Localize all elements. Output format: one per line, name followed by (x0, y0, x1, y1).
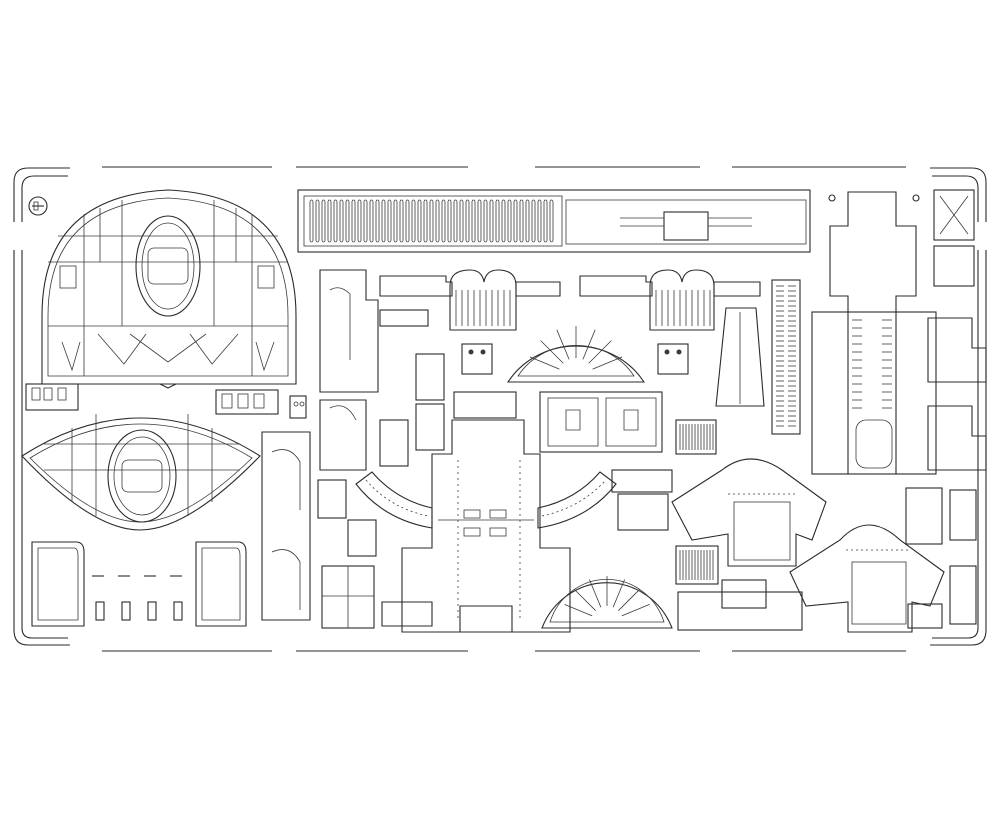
seat-frame-bottom-1 (671, 458, 827, 567)
curved-arc-left (355, 471, 433, 529)
side-rail-strip (771, 279, 801, 435)
bottom-center-brackets (611, 469, 803, 631)
seat-frame-left (379, 269, 561, 375)
seat-frame-bottom-2 (789, 524, 945, 633)
curved-arc-right (537, 471, 617, 529)
maker-logo-mark (28, 196, 48, 216)
small-pin-parts (92, 575, 183, 621)
right-small-parts (828, 189, 987, 629)
fan-panel-lower (541, 576, 673, 629)
small-bracket-row-left (25, 383, 307, 419)
lower-bulkhead-hatch (107, 429, 177, 523)
vent-grille-strip (297, 189, 811, 253)
instrument-panel-pair (539, 391, 663, 453)
upper-bulkhead (41, 189, 297, 389)
frame-border (13, 166, 987, 652)
side-step-parts (261, 269, 517, 629)
floor-plate (401, 419, 571, 633)
fan-panel-upper (506, 326, 646, 383)
lower-bulkhead (21, 414, 261, 531)
tall-cover-panel (715, 307, 765, 407)
right-long-bracket (811, 191, 937, 475)
instrument-bar (565, 199, 807, 245)
seat-frame-right (579, 269, 761, 375)
upper-bulkhead-hatch (135, 215, 201, 317)
small-grille-panel (675, 419, 717, 455)
seat-back-panels (31, 541, 247, 627)
